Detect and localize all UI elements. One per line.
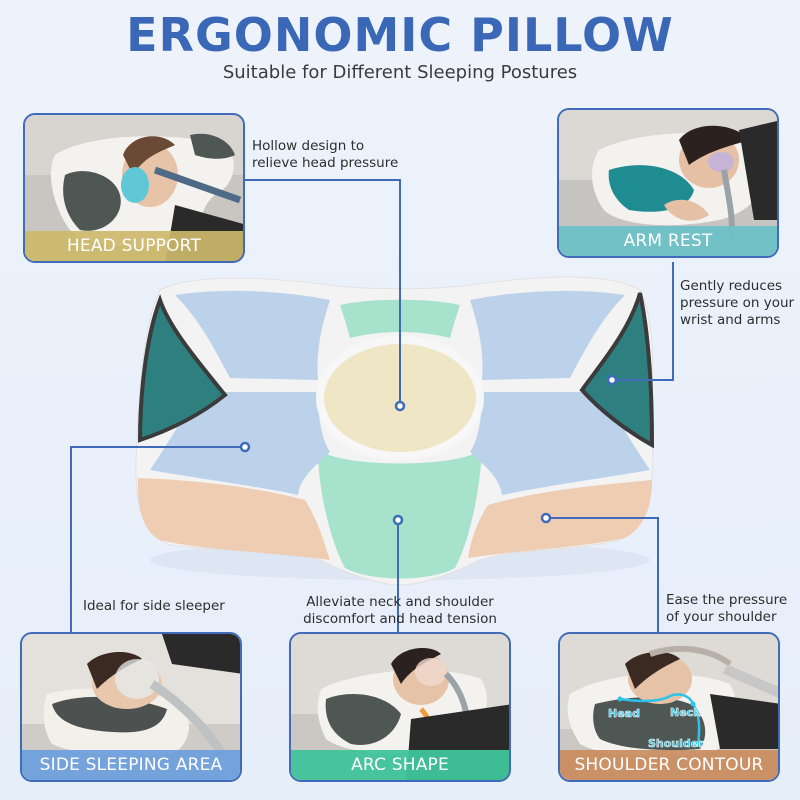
arc-shape-caption: Alleviate neck and shoulder discomfort a… (303, 594, 497, 627)
head-support-label: HEAD SUPPORT (25, 231, 243, 261)
connector-head-support (245, 179, 401, 406)
arm-rest-card: ARM REST (557, 108, 779, 258)
pillow-illustration (135, 276, 655, 586)
shoulder-contour-label: SHOULDER CONTOUR (560, 750, 778, 780)
shoulder-contour-card: Head Neck Shoulder SHOULDER CONTOUR (558, 632, 780, 782)
head-support-card: HEAD SUPPORT (23, 113, 245, 263)
page-title: ERGONOMIC PILLOW (126, 8, 674, 62)
tag-neck: Neck (670, 706, 701, 719)
tag-head: Head (608, 707, 640, 720)
tag-shoulder: Shoulder (648, 737, 704, 750)
arm-rest-label: ARM REST (559, 226, 777, 256)
connector-shoulder-contour (546, 517, 659, 632)
arm-rest-caption: Gently reduces pressure on your wrist an… (680, 278, 795, 328)
side-sleeping-card: SIDE SLEEPING AREA (20, 632, 242, 782)
arc-shape-label: ARC SHAPE (291, 750, 509, 780)
connector-side-sleeping (70, 446, 245, 632)
side-sleeping-label: SIDE SLEEPING AREA (22, 750, 240, 780)
shoulder-contour-caption: Ease the pressure of your shoulder (666, 592, 788, 625)
head-support-caption: Hollow design to relieve head pressure (252, 138, 399, 171)
arc-shape-card: ARC SHAPE (289, 632, 511, 782)
side-sleeping-caption: Ideal for side sleeper (83, 598, 225, 614)
page-subtitle: Suitable for Different Sleeping Postures (222, 62, 578, 83)
connector-arm-rest (612, 262, 674, 381)
